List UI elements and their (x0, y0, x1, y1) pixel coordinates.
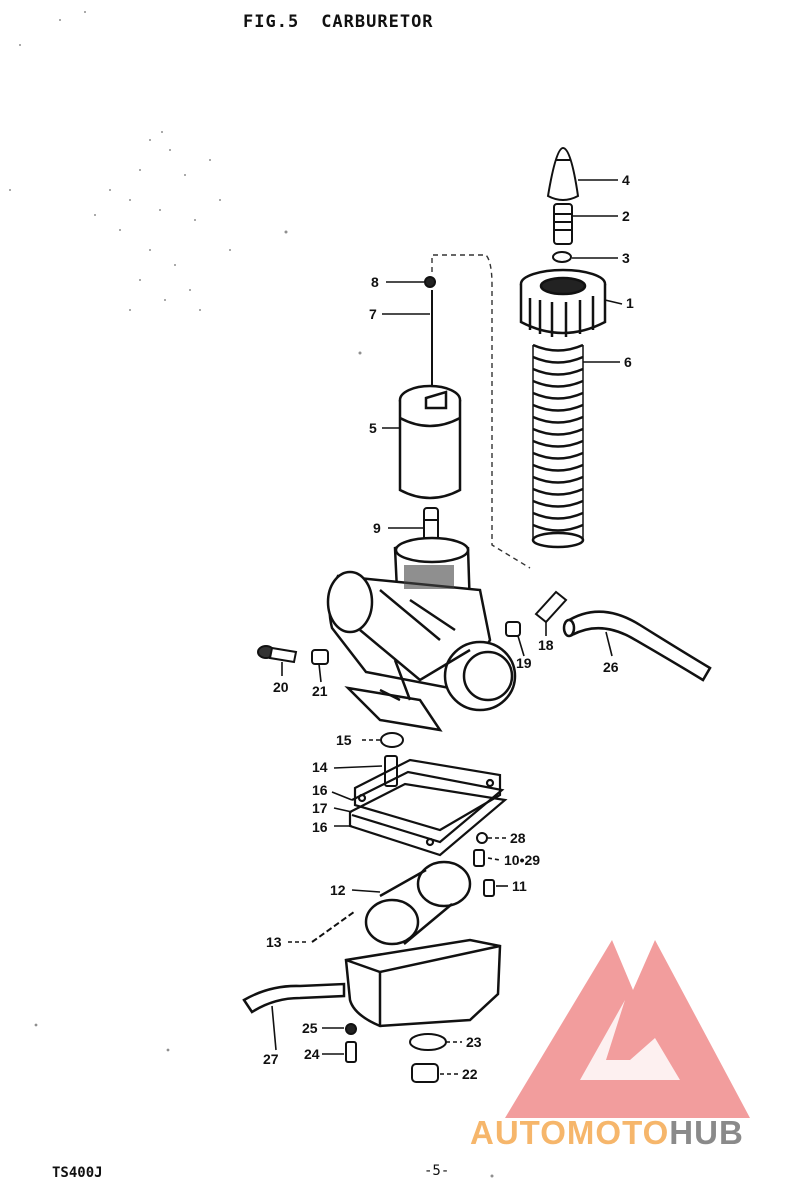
drain-plug-part-22 (411, 1063, 439, 1083)
callout-17: 17 (312, 800, 328, 816)
gasket-part-23 (409, 1033, 447, 1051)
callout-16-lower: 16 (312, 819, 328, 835)
callout-7: 7 (369, 306, 377, 322)
callout-25: 25 (302, 1020, 318, 1036)
page-number: -5- (424, 1163, 450, 1179)
callout-16-upper: 16 (312, 782, 328, 798)
callout-26: 26 (603, 659, 619, 675)
float-pin-part-13 (311, 911, 355, 943)
callout-9: 9 (373, 520, 381, 536)
callout-2: 2 (622, 208, 630, 224)
figure-name: CARBURETOR (321, 12, 434, 32)
cable-boot-part-4 (546, 146, 580, 201)
model-code: TS400J (52, 1165, 103, 1181)
automotohub-logo-mark (505, 940, 750, 1118)
carburetor-body (326, 536, 517, 732)
spring-part-6 (531, 343, 585, 549)
watermark-hub: HUB (669, 1114, 744, 1151)
callout-14: 14 (312, 759, 328, 775)
hose-part-26 (562, 610, 712, 682)
fitting-part-18 (534, 590, 568, 624)
callout-6: 6 (624, 354, 632, 370)
gasket-parts-16-17 (348, 758, 508, 857)
callout-28: 28 (510, 830, 526, 846)
callout-3: 3 (622, 250, 630, 266)
callout-19: 19 (516, 655, 532, 671)
callout-24: 24 (304, 1046, 320, 1062)
scan-noise (9, 11, 494, 1178)
screw-part-20 (257, 645, 298, 664)
throttle-valve-part-5 (398, 384, 462, 500)
callout-22: 22 (462, 1066, 478, 1082)
callout-1: 1 (626, 295, 634, 311)
fitting-part-19 (505, 621, 521, 637)
top-cap-part-1 (519, 268, 607, 337)
callout-23: 23 (466, 1034, 482, 1050)
o-ring-part-15 (380, 732, 404, 748)
jet-part-11 (483, 879, 495, 897)
callout-5: 5 (369, 420, 377, 436)
float-part-12 (364, 860, 472, 946)
callout-4: 4 (622, 172, 630, 188)
callout-12: 12 (330, 882, 346, 898)
screw-part-25 (345, 1023, 357, 1035)
spring-part-21 (311, 649, 329, 665)
leader-lines (271, 179, 623, 1075)
figure-title: FIG.5 CARBURETOR (243, 12, 434, 32)
watermark-auto: AUTO (470, 1114, 567, 1151)
jet-part-10-29 (473, 849, 485, 867)
cable-adjuster-part-2 (553, 203, 573, 245)
callout-8: 8 (371, 274, 379, 290)
figure-number: FIG.5 (243, 12, 300, 32)
screw-part-24 (345, 1041, 357, 1063)
screw-part-28 (476, 832, 488, 844)
drain-hose-part-27 (242, 982, 346, 1014)
needle-clip-part-8 (424, 276, 436, 288)
nut-part-3 (552, 251, 572, 263)
callout-15: 15 (336, 732, 352, 748)
callout-20: 20 (273, 679, 289, 695)
callout-27: 27 (263, 1051, 279, 1067)
callout-11: 11 (512, 878, 527, 894)
callout-13: 13 (266, 934, 282, 950)
float-bowl (344, 938, 502, 1028)
callout-21: 21 (312, 683, 328, 699)
watermark-moto: MOTO (566, 1114, 670, 1151)
callout-10-29: 10•29 (504, 852, 541, 868)
automotohub-watermark: AUTOMOTOHUB (470, 1114, 744, 1152)
callout-18: 18 (538, 637, 554, 653)
